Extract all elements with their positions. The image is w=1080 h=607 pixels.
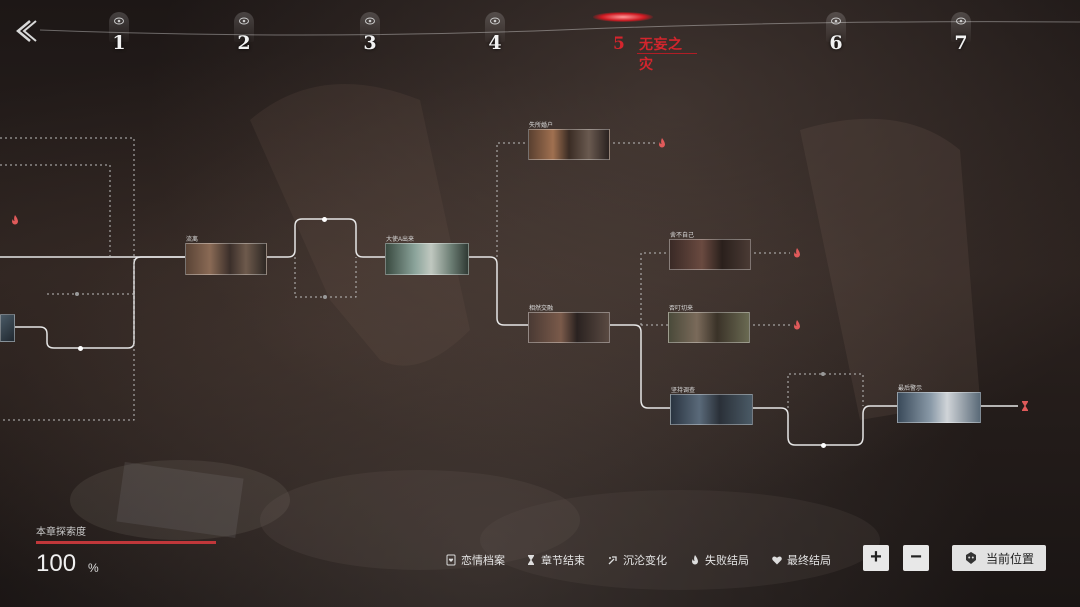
story-node-label: 失所婚户	[529, 123, 554, 129]
scene-thumbnail	[185, 243, 267, 275]
chapter-tab-1[interactable]: 1	[107, 12, 131, 54]
chapter-number: 5	[613, 34, 625, 54]
scene-thumbnail	[385, 243, 469, 275]
eye-icon	[831, 17, 841, 25]
chapter-timeline-line	[39, 21, 1080, 36]
heart-icon	[772, 556, 782, 565]
scene-thumbnail	[528, 129, 610, 160]
fail-ending-icon[interactable]	[656, 137, 668, 149]
scene-thumbnail	[528, 312, 610, 343]
story-node-label: 流离	[186, 237, 199, 243]
scene-thumbnail	[668, 312, 750, 343]
double-chevron-left-icon	[16, 20, 37, 42]
eye-icon	[956, 17, 966, 25]
story-node-label: 最后警示	[898, 386, 923, 392]
story-node-label: 相然交融	[529, 306, 554, 312]
branch-node-dot	[78, 346, 83, 351]
scene-thumbnail	[670, 394, 753, 425]
chapter-number: 6	[829, 32, 843, 54]
exploration-value: 100	[36, 550, 77, 577]
branch-node-dot	[821, 443, 826, 448]
eye-icon	[490, 17, 500, 25]
fail-ending-icon[interactable]	[791, 247, 803, 259]
legend-chapter-end: 章节结束	[525, 552, 585, 568]
flame-icon	[692, 555, 698, 565]
branch-node-dot	[75, 292, 79, 296]
legend-final: 最终结局	[771, 552, 831, 568]
eye-icon	[114, 17, 124, 25]
branch-node-dot	[821, 372, 825, 376]
zoom-out-button[interactable]: −	[903, 545, 929, 571]
exploration-unit: %	[88, 561, 99, 575]
branch-node-dot	[322, 217, 327, 222]
chapter-number: 4	[488, 32, 502, 54]
current-position-button[interactable]: 当前位置	[952, 545, 1046, 571]
chapter-tab-6[interactable]: 6	[824, 12, 848, 54]
chapter-tab-2[interactable]: 2	[232, 12, 256, 54]
back-button[interactable]	[14, 18, 40, 44]
fail-ending-icon[interactable]	[791, 319, 803, 331]
legend-romance: 恋情档案	[445, 552, 505, 568]
scene-thumbnail	[897, 392, 981, 423]
chapter-number: 7	[954, 32, 968, 54]
story-node-label: 否叮切来	[669, 306, 694, 312]
chapter-number: 3	[363, 32, 377, 54]
chapter-number: 2	[237, 32, 251, 54]
romance-file-icon	[446, 554, 456, 566]
hourglass-icon	[528, 555, 534, 565]
eye-icon	[239, 17, 249, 25]
chapter-tab-4[interactable]: 4	[483, 12, 507, 54]
story-node-label: 舍不自己	[670, 233, 695, 239]
scene-thumbnail	[669, 239, 751, 270]
chapter-tab-3[interactable]: 3	[358, 12, 382, 54]
fail-ending-icon[interactable]	[9, 214, 21, 226]
exploration-progress-fill	[36, 541, 216, 544]
chapter-underline	[637, 53, 697, 54]
chapter-tab-7[interactable]: 7	[949, 12, 973, 54]
locator-face-icon	[965, 552, 976, 564]
story-node-label: 坚持调查	[671, 388, 696, 394]
current-position-label: 当前位置	[985, 551, 1034, 566]
story-node-label: 大使A出来	[386, 237, 415, 243]
chapter-name: 无妄之灾	[639, 36, 683, 72]
chapter-end-hourglass-icon[interactable]	[1019, 400, 1031, 412]
zoom-in-button[interactable]: +	[863, 545, 889, 571]
chapter-tab-5-active[interactable]: 5 无妄之灾	[585, 4, 697, 72]
branch-change-icon	[608, 556, 617, 565]
legend-fail: 失败结局	[689, 552, 749, 568]
legend-change: 沉沦变化	[607, 552, 667, 568]
active-chapter-glow	[593, 12, 653, 22]
chapter-number: 1	[112, 32, 126, 54]
exploration-progress-bar	[36, 541, 216, 544]
eye-icon	[365, 17, 375, 25]
exploration-label: 本章探索度	[36, 527, 86, 538]
chapter-bar: 1 2 3 4 5 无妄之灾 6 7	[0, 0, 1080, 72]
branch-node-dot	[323, 295, 327, 299]
